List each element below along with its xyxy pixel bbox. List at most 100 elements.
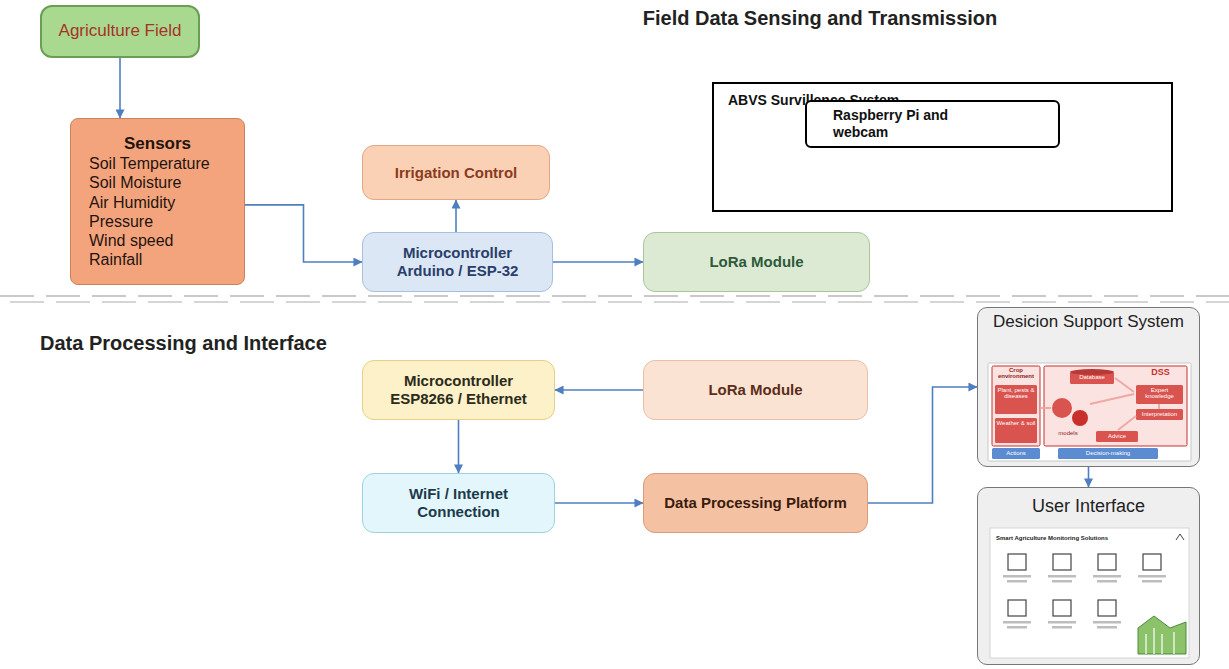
figure-bar [992,448,1040,459]
figure-text: Weather & soil [995,420,1037,426]
caption-bar [1097,626,1117,629]
node-text: Wind speed [81,231,174,250]
flow-arrow [553,261,643,263]
node-heading: Data Processing Platform [664,494,847,512]
caption-bar [1052,626,1072,629]
node-heading: Agriculture Field [59,21,182,41]
figure-box [1136,385,1183,404]
app-icon [1008,600,1026,616]
figure-frame [988,363,1191,461]
figure-text: Decision-making [1058,450,1158,456]
figure-text: Plant, pests & diseases [995,387,1037,400]
node-heading: Microcontroller [403,244,512,262]
flow-arrow [555,502,643,504]
node-heading: LoRa Module [709,253,803,271]
node-text: Air Humidity [81,193,175,212]
caption-bar [1003,575,1031,578]
controller-box: MicrocontrollerESP8266 / Ethernet [362,360,555,420]
screenshot-frame [990,528,1189,658]
flow-arrow [868,387,977,503]
flow-arrow [245,205,362,262]
figure-region [992,366,1040,446]
dashed-line [10,301,1229,303]
controller-box: MicrocontrollerArduino / ESP-32 [362,232,553,292]
flow-arrow [555,389,643,391]
caption-bar [1007,580,1027,583]
app-icon [1008,554,1026,570]
figure-text: models [1048,430,1088,436]
figure-text: Actions [992,450,1040,456]
ui-panel: User InterfaceSmart Agriculture Monitori… [977,487,1200,665]
process-box: Irrigation Control [362,145,550,200]
lora-box: LoRa Module [643,232,870,292]
app-icon [1053,554,1071,570]
figure-text: DSS [1138,368,1183,377]
node-heading: Desicion Support System [993,312,1184,332]
gear-symbol [1072,410,1088,426]
node-heading: Sensors [124,134,191,154]
caption-bar [1048,621,1076,624]
figure-box [1096,431,1138,442]
node-text: Pressure [81,212,153,231]
figure-region [1044,366,1187,446]
app-icon [1098,600,1116,616]
figure-bar [1058,448,1158,459]
caption-bar [1048,575,1076,578]
figure-text: Advice [1096,433,1138,439]
field-box: Agriculture Field [40,5,200,58]
caption-bar [1138,575,1166,578]
figure-arrow [1158,404,1160,409]
figure-arrow [1040,407,1051,409]
caption-bar [1097,580,1117,583]
section-title: Field Data Sensing and Transmission [560,8,1080,29]
figure-arrow [1090,394,1134,404]
menu-icon [1176,534,1184,540]
app-icon [1143,554,1161,570]
lora-box: LoRa Module [643,360,868,420]
caption-bar [1052,580,1072,583]
greenhouse-icon [1146,628,1174,654]
flow-arrow [458,420,460,473]
figure-box [1136,409,1183,420]
section-title: Data Processing and Interface [40,333,460,354]
figure-arrow [1115,378,1134,392]
figure-text: Crop environment [992,367,1040,380]
caption-bar [1142,580,1162,583]
network-box: WiFi / Internet Connection [362,473,555,533]
figure-arrow [1118,416,1136,430]
flow-arrow [119,58,121,118]
node-text: Soil Temperature [81,154,210,173]
flow-arrow [455,200,457,232]
flow-arrow [1088,467,1090,487]
app-icon [1098,554,1116,570]
node-heading: Irrigation Control [395,164,518,182]
figure-box [995,385,1037,414]
system-frame: ABVS Survillence SystemRaspberry Pi and … [712,82,1173,212]
node-text: Arduino / ESP-32 [397,262,519,280]
node-text: Soil Moisture [81,173,181,192]
node-text: Rainfall [81,250,142,269]
app-icon [1053,600,1071,616]
dss-panel: Desicion Support SystemCrop environmentP… [977,307,1200,467]
node-heading: LoRa Module [708,381,802,399]
caption-bar [1093,575,1121,578]
figure-text: Database [1070,374,1114,380]
node-heading: Microcontroller [404,372,513,390]
figure-box [995,418,1037,443]
figure-text: Expert knowledge [1136,387,1183,400]
hardware-box: Raspberry Pi and webcam [805,100,1060,148]
caption-bar [1093,621,1121,624]
node-text: ESP8266 / Ethernet [390,390,527,408]
dashed-line [0,295,1229,297]
platform-box: Data Processing Platform [643,473,868,533]
greenhouse-icon [1138,616,1186,654]
sensor-box: SensorsSoil TemperatureSoil MoistureAir … [70,118,245,285]
node-heading: WiFi / Internet Connection [373,485,544,521]
gear-symbol [1052,398,1072,418]
node-heading: Raspberry Pi and webcam [833,107,998,141]
figure-text: Interpretation [1136,411,1183,417]
screenshot-title: Smart Agriculture Monitoring Solutions [996,535,1166,541]
caption-bar [1003,621,1031,624]
caption-bar [1007,626,1027,629]
